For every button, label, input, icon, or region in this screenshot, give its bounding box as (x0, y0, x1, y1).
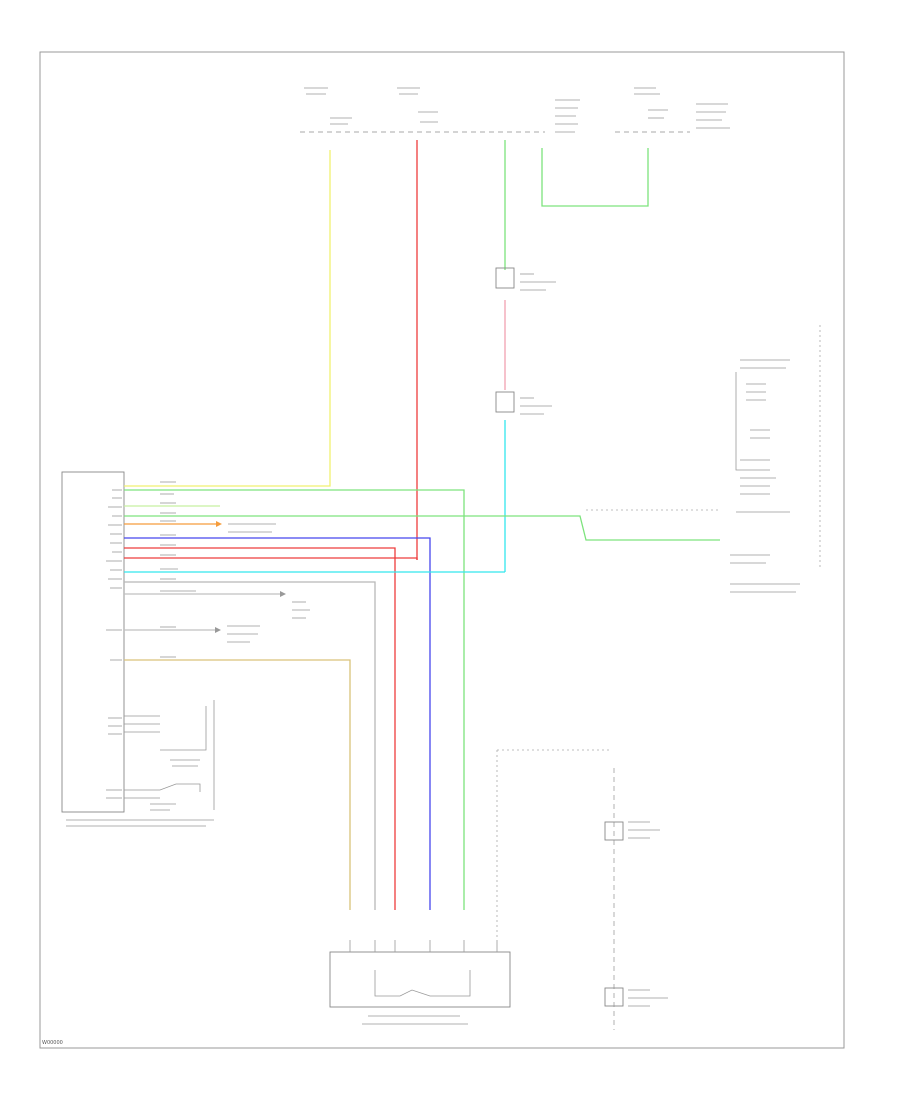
switch-assembly (730, 325, 821, 593)
ecu-pin-labels (106, 489, 122, 799)
figure-id: W00000 (42, 1040, 63, 1046)
wire-red-2 (124, 557, 418, 560)
motor-connector (329, 951, 511, 1008)
diagram-frame (39, 51, 845, 1049)
wire-color-tags (160, 481, 196, 658)
ecu-box (61, 471, 125, 813)
wire-yellow (124, 482, 331, 487)
arrow-label-gray (280, 591, 310, 619)
wire-green-1 (124, 489, 465, 910)
ground-label-2 (628, 989, 668, 1007)
connector-c2-label (520, 397, 552, 415)
internal-sensor-1 (124, 700, 215, 810)
fuse-label-1 (304, 87, 352, 125)
ground-connector-1 (604, 821, 624, 841)
arrow-label-gray-2 (215, 625, 260, 643)
connector-c2 (495, 391, 515, 413)
ecu-caption (66, 819, 214, 827)
fuse-label-4 (634, 87, 730, 129)
arrow-label-orange (216, 521, 276, 533)
wire-green-loop (541, 148, 649, 207)
wire-blue (124, 537, 431, 910)
fuse-label-2 (397, 87, 438, 123)
fuse-label-3 (555, 99, 580, 133)
motor-caption (362, 1015, 468, 1025)
internal-switch (124, 783, 201, 811)
wire-green-switch (124, 515, 720, 541)
wire-tan (124, 659, 351, 910)
motor-connector-pins (349, 940, 498, 997)
wire-red-1 (124, 547, 396, 910)
connector-c1 (495, 267, 515, 289)
connector-c1-label (520, 273, 556, 291)
ground-connector-2 (604, 987, 624, 1007)
wire-gray (124, 581, 376, 910)
ground-label-1 (628, 821, 660, 839)
